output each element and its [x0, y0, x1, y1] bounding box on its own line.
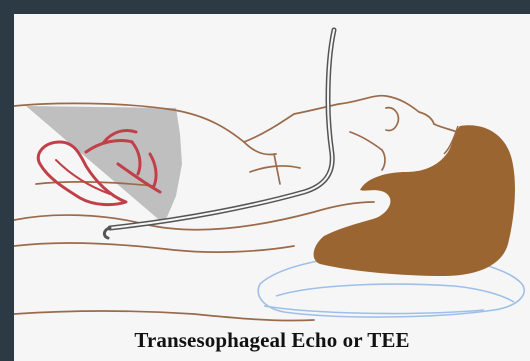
- hair: [314, 125, 515, 276]
- figure-caption: Transesophageal Echo or TEE: [14, 328, 530, 353]
- tee-illustration: [14, 14, 530, 361]
- diagram-panel: Transesophageal Echo or TEE: [14, 14, 530, 361]
- ultrasound-fan: [26, 106, 182, 224]
